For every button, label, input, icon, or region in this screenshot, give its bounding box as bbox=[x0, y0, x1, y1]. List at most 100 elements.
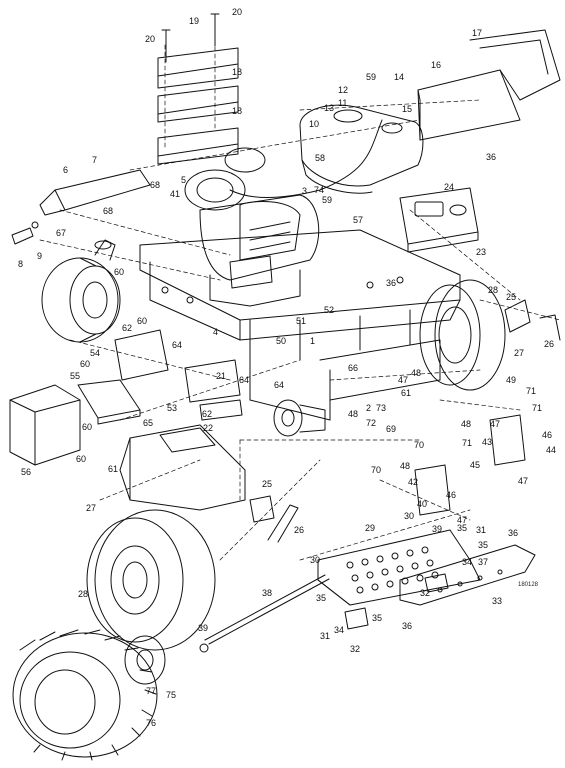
callout-36: 36 bbox=[486, 152, 497, 162]
callout-60: 60 bbox=[80, 359, 91, 369]
callout-48: 48 bbox=[461, 419, 472, 429]
callout-60: 60 bbox=[114, 267, 125, 277]
callout-62: 62 bbox=[202, 409, 213, 419]
callout-47: 47 bbox=[490, 419, 501, 429]
callout-25: 25 bbox=[262, 479, 273, 489]
callout-60: 60 bbox=[137, 316, 148, 326]
callout-32: 32 bbox=[420, 588, 431, 598]
rear-tire-left bbox=[86, 509, 216, 651]
control-brackets bbox=[114, 329, 243, 421]
callout-46: 46 bbox=[446, 490, 457, 500]
callout-60: 60 bbox=[82, 422, 93, 432]
callout-39: 39 bbox=[198, 623, 209, 633]
callout-31: 31 bbox=[476, 525, 487, 535]
callout-56: 56 bbox=[21, 467, 32, 477]
side-panel bbox=[119, 424, 246, 511]
callout-20: 20 bbox=[232, 7, 243, 17]
callout-53: 53 bbox=[167, 403, 178, 413]
callout-75: 75 bbox=[166, 690, 177, 700]
callout-52: 52 bbox=[324, 305, 335, 315]
battery-cover bbox=[9, 384, 81, 466]
callout-17: 17 bbox=[472, 28, 483, 38]
callout-20: 20 bbox=[145, 34, 156, 44]
callout-68: 68 bbox=[103, 206, 114, 216]
callout-59: 59 bbox=[322, 195, 333, 205]
callout-50: 50 bbox=[276, 336, 287, 346]
callout-34: 34 bbox=[462, 557, 473, 567]
front-axle bbox=[11, 169, 151, 245]
callout-27: 27 bbox=[514, 348, 525, 358]
callout-64: 64 bbox=[172, 340, 183, 350]
callout-21: 21 bbox=[216, 371, 227, 381]
battery bbox=[399, 187, 479, 253]
callout-23: 23 bbox=[476, 247, 487, 257]
callout-71: 71 bbox=[526, 386, 537, 396]
reference-code: 180128 bbox=[518, 582, 539, 588]
callout-30: 30 bbox=[310, 555, 321, 565]
callout-35: 35 bbox=[372, 613, 383, 623]
callout-39: 39 bbox=[432, 524, 443, 534]
callout-13: 13 bbox=[324, 103, 335, 113]
callout-47: 47 bbox=[398, 375, 409, 385]
callout-60: 60 bbox=[76, 454, 87, 464]
callout-47: 47 bbox=[518, 476, 529, 486]
callout-66: 66 bbox=[348, 363, 359, 373]
reflector-handle bbox=[249, 299, 561, 543]
callout-61: 61 bbox=[401, 388, 412, 398]
callout-9: 9 bbox=[37, 251, 43, 261]
callout-29: 29 bbox=[365, 523, 376, 533]
callout-67: 67 bbox=[56, 228, 67, 238]
callout-8: 8 bbox=[18, 259, 24, 269]
callout-22: 22 bbox=[203, 423, 214, 433]
turf-tire bbox=[12, 629, 166, 761]
callout-70: 70 bbox=[371, 465, 382, 475]
callout-61: 61 bbox=[108, 464, 119, 474]
callout-25: 25 bbox=[506, 292, 517, 302]
callout-51: 51 bbox=[296, 316, 307, 326]
callout-68: 68 bbox=[150, 180, 161, 190]
callout-3: 3 bbox=[302, 186, 308, 196]
callout-33: 33 bbox=[492, 596, 503, 606]
callout-48: 48 bbox=[348, 409, 359, 419]
callout-62: 62 bbox=[122, 323, 133, 333]
callout-58: 58 bbox=[315, 153, 326, 163]
callout-14: 14 bbox=[394, 72, 405, 82]
callout-26: 26 bbox=[544, 339, 555, 349]
callout-45: 45 bbox=[470, 460, 481, 470]
callout-26: 26 bbox=[294, 525, 305, 535]
callout-5: 5 bbox=[181, 175, 187, 185]
callout-48: 48 bbox=[411, 368, 422, 378]
callout-44: 44 bbox=[546, 445, 557, 455]
bracket-55 bbox=[77, 379, 141, 425]
callout-1: 1 bbox=[310, 336, 316, 346]
callout-36: 36 bbox=[386, 278, 397, 288]
callout-72: 72 bbox=[366, 418, 377, 428]
callout-28: 28 bbox=[488, 285, 499, 295]
seat-bolts bbox=[161, 13, 220, 63]
callout-54: 54 bbox=[90, 348, 101, 358]
callout-65: 65 bbox=[143, 418, 154, 428]
callout-4: 4 bbox=[213, 327, 219, 337]
callout-19: 19 bbox=[189, 16, 200, 26]
callout-73: 73 bbox=[376, 403, 387, 413]
callout-43: 43 bbox=[482, 437, 493, 447]
callout-71: 71 bbox=[532, 403, 543, 413]
callout-77: 77 bbox=[146, 686, 157, 696]
callout-27: 27 bbox=[86, 503, 97, 513]
callout-7: 7 bbox=[92, 155, 98, 165]
callout-41: 41 bbox=[170, 189, 181, 199]
callout-15: 15 bbox=[402, 104, 413, 114]
axle-rod bbox=[199, 574, 330, 653]
callout-74: 74 bbox=[314, 185, 325, 195]
callout-38: 38 bbox=[262, 588, 273, 598]
callout-59: 59 bbox=[366, 72, 377, 82]
callout-24: 24 bbox=[444, 182, 455, 192]
front-caster-wheel bbox=[41, 239, 121, 343]
callout-49: 49 bbox=[506, 375, 517, 385]
rear-tire-right bbox=[419, 279, 506, 391]
callout-70: 70 bbox=[414, 440, 425, 450]
callout-16: 16 bbox=[431, 60, 442, 70]
callout-71: 71 bbox=[462, 438, 473, 448]
callout-40: 40 bbox=[417, 499, 428, 509]
